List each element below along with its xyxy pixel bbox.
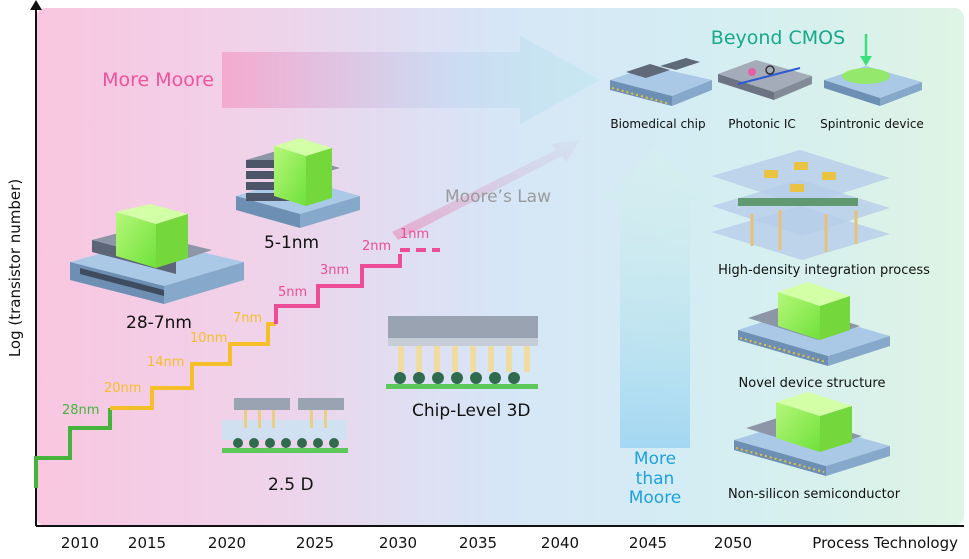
node-labels: 28nm 20nm 14nm 10nm 7nm 5nm 3nm 2nm 1nm: [62, 227, 429, 418]
gaa-device-illustration: [236, 138, 360, 228]
beyond-cmos-label: Beyond CMOS: [711, 27, 845, 49]
package-2-5d-label: 2.5 D: [268, 475, 314, 495]
biomedical-chip-illustration: [610, 58, 712, 106]
node-label-10nm: 10nm: [190, 331, 227, 346]
staircase-green-segment: [34, 408, 112, 488]
more-than-moore-item-high-density: High-density integration process: [718, 263, 930, 278]
beyond-cmos-device-photonic: Photonic IC: [728, 117, 796, 131]
more-than-moore-line-1: More: [634, 449, 676, 469]
x-tick-2010: 2010: [61, 534, 99, 552]
finfet-device-illustration: [70, 204, 244, 304]
non-silicon-semiconductor-illustration: [734, 392, 890, 476]
background-panel: [36, 8, 964, 526]
node-label-7nm: 7nm: [233, 311, 262, 326]
node-staircase: [34, 248, 440, 488]
node-label-2nm: 2nm: [362, 239, 391, 254]
beyond-cmos-device-biomedical: Biomedical chip: [610, 117, 705, 131]
beyond-cmos-device-spintronic: Spintronic device: [820, 117, 924, 131]
x-tick-2015: 2015: [128, 534, 166, 552]
x-tick-2040: 2040: [541, 534, 579, 552]
package-2-5d-illustration: [222, 398, 348, 453]
x-tick-2020: 2020: [208, 534, 246, 552]
y-axis-arrowhead: [30, 0, 42, 10]
y-axis-label: Log (transistor number): [6, 179, 24, 357]
staircase-yellow-segment: [110, 322, 276, 410]
node-label-28nm: 28nm: [62, 403, 99, 418]
more-moore-arrow: [222, 36, 600, 124]
more-than-moore-line-3: Moore: [629, 488, 682, 508]
x-axis-label: Process Technology: [812, 534, 958, 552]
more-moore-label: More Moore: [102, 69, 214, 91]
more-than-moore-item-novel-device: Novel device structure: [739, 376, 886, 391]
novel-device-structure-illustration: [738, 282, 890, 366]
x-tick-2045: 2045: [629, 534, 667, 552]
staircase-pink-segment: [274, 254, 402, 324]
x-tick-2050: 2050: [714, 534, 752, 552]
moores-law-arrow: [392, 140, 580, 240]
moores-law-label: Moore’s Law: [445, 187, 551, 207]
node-label-1nm: 1nm: [400, 227, 429, 242]
spintronic-device-illustration: [824, 34, 922, 106]
node-label-14nm: 14nm: [147, 355, 184, 370]
node-label-20nm: 20nm: [104, 381, 141, 396]
chip-level-3d-illustration: [386, 316, 538, 389]
chip-level-3d-label: Chip-Level 3D: [412, 401, 530, 421]
more-than-moore-label: More than Moore: [629, 449, 682, 508]
node-label-3nm: 3nm: [320, 263, 349, 278]
x-axis-ticks: 2010 2015 2020 2025 2030 2035 2040 2045 …: [61, 534, 752, 552]
more-than-moore-arrow: [600, 148, 710, 448]
photonic-ic-illustration: [718, 60, 812, 100]
more-than-moore-line-2: than: [636, 469, 675, 489]
x-tick-2025: 2025: [296, 534, 334, 552]
x-tick-2030: 2030: [379, 534, 417, 552]
planar-range-label: 28-7nm: [126, 313, 192, 333]
x-tick-2035: 2035: [459, 534, 497, 552]
more-than-moore-item-non-silicon: Non-silicon semiconductor: [728, 487, 901, 502]
high-density-integration-illustration: [712, 150, 890, 260]
gaa-range-label: 5-1nm: [264, 233, 319, 253]
node-label-5nm: 5nm: [278, 285, 307, 300]
